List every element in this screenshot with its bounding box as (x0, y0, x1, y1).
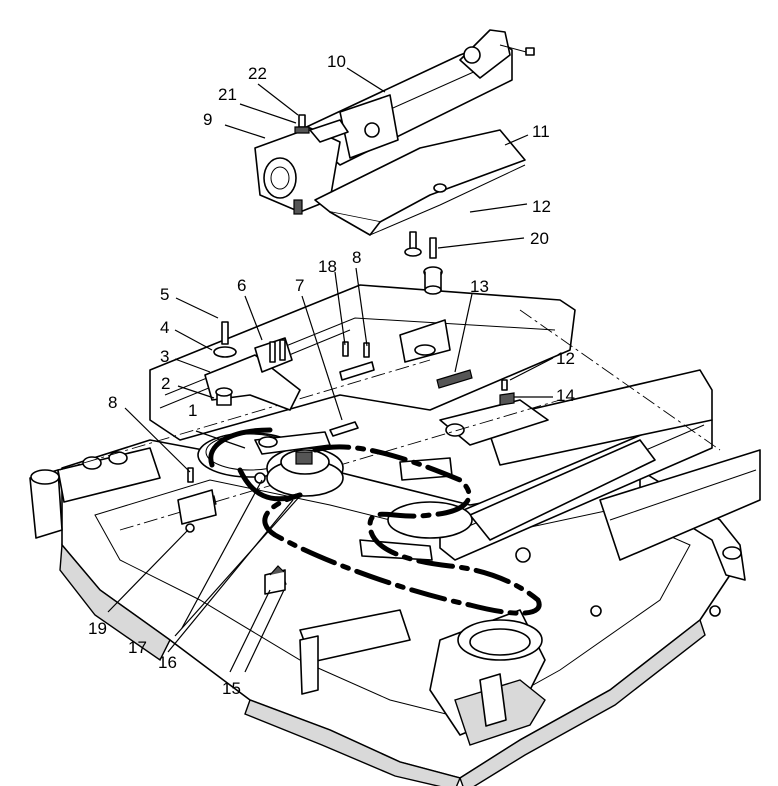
callout-5: 5 (160, 285, 169, 304)
callout-1: 1 (188, 401, 197, 420)
callout-17: 17 (128, 638, 147, 657)
callout-10: 10 (327, 52, 346, 71)
callout-18: 18 (318, 257, 337, 276)
callout-13: 13 (470, 277, 489, 296)
callout-6: 6 (237, 276, 246, 295)
callout-2: 2 (161, 374, 170, 393)
callout-12-right: 12 (556, 349, 575, 368)
callout-21: 21 (218, 85, 237, 104)
callout-14: 14 (556, 386, 575, 405)
callout-12-top: 12 (532, 197, 551, 216)
callout-19: 19 (88, 619, 107, 638)
callout-20: 20 (530, 229, 549, 248)
callout-4: 4 (160, 318, 169, 337)
callout-11: 11 (532, 122, 550, 141)
callout-8-right: 8 (352, 248, 361, 267)
leader-lines (107, 67, 554, 673)
callout-22: 22 (248, 64, 267, 83)
traction-frame-assembly (254, 29, 535, 236)
callout-3: 3 (160, 347, 169, 366)
hardware (177, 231, 515, 595)
callout-16: 16 (158, 653, 177, 672)
callout-8-left: 8 (108, 393, 117, 412)
spindle-pulleys (194, 361, 543, 661)
callout-15: 15 (222, 679, 241, 698)
callout-labels: 1 2 3 4 5 6 7 8 8 9 10 11 12 12 13 14 15… (88, 52, 575, 698)
callout-7: 7 (295, 276, 304, 295)
main-frame (149, 284, 713, 541)
callout-9: 9 (203, 110, 212, 129)
